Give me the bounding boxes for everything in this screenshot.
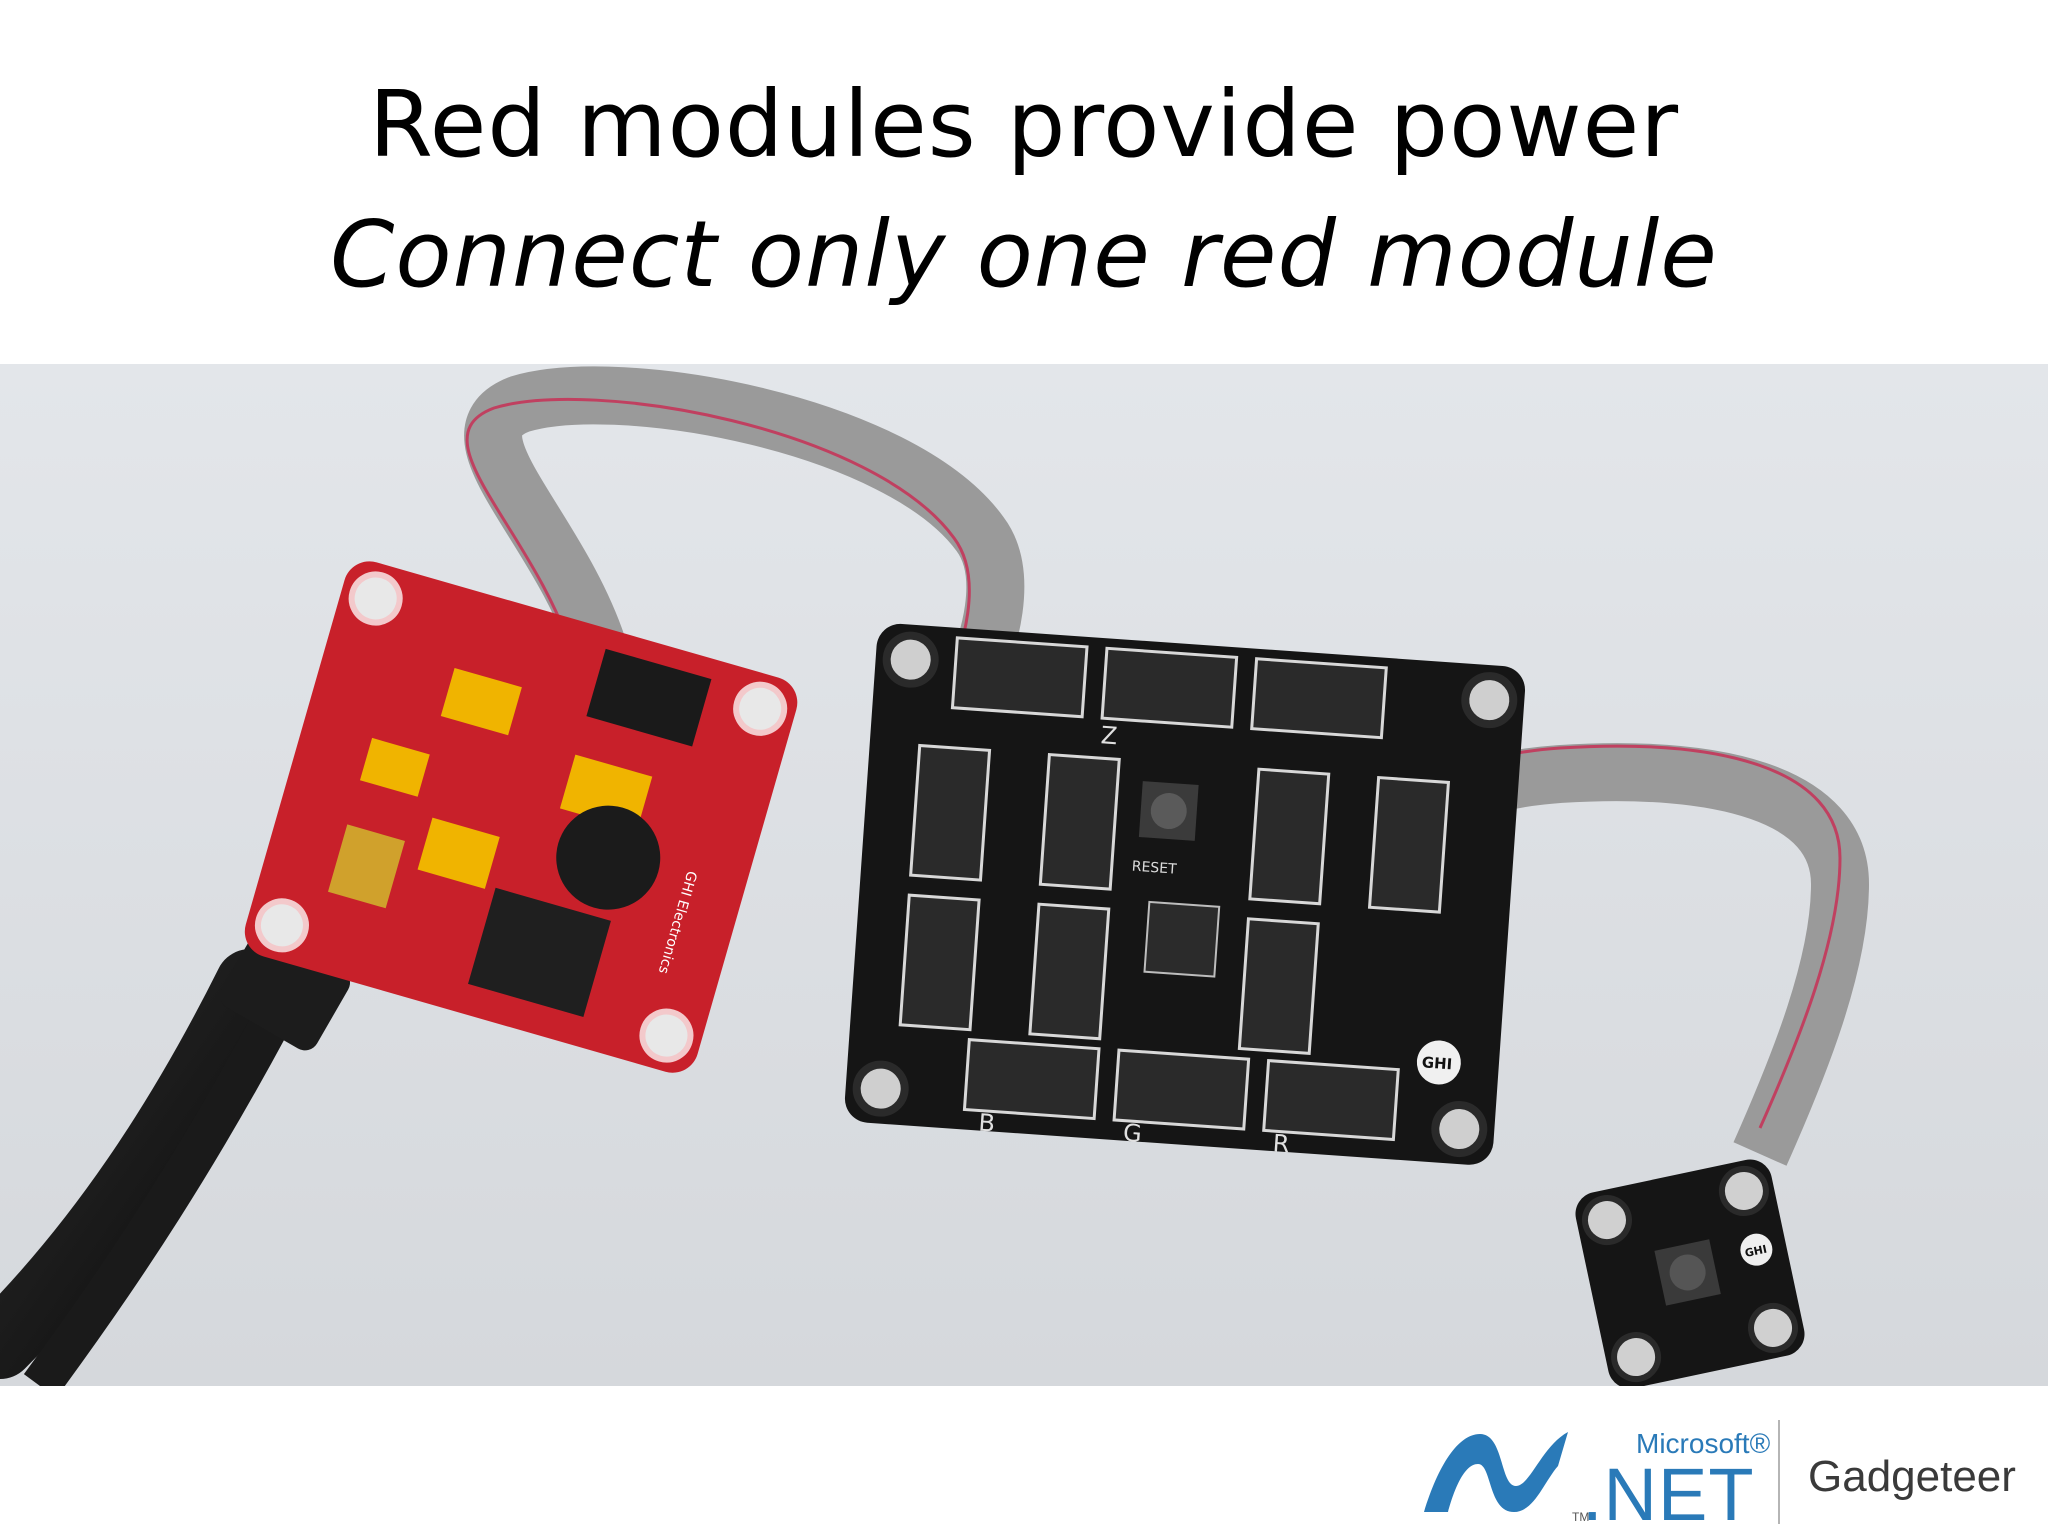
- reset-label: RESET: [1131, 859, 1177, 878]
- button-module: GHI: [1575, 1159, 1805, 1386]
- socket-label-g: G: [1122, 1119, 1143, 1148]
- ribbon-cable-1: [464, 366, 1025, 697]
- title-block: Red modules provide power Connect only o…: [0, 60, 2048, 320]
- power-module: GHI Electronics: [244, 561, 798, 1073]
- net-gadgeteer-logo: TM Microsoft® .NET Gadgeteer: [1418, 1418, 2038, 1536]
- logo-divider: [1778, 1420, 1780, 1524]
- button-module-badge: GHI: [1744, 1243, 1769, 1260]
- hardware-photo: GHI Electronics: [0, 364, 2048, 1386]
- logo-microsoft: Microsoft®: [1636, 1428, 1771, 1459]
- socket-label-r: R: [1272, 1129, 1291, 1158]
- logo-gadgeteer: Gadgeteer: [1808, 1452, 2016, 1501]
- mainboard: RESET GHI Z B G R: [844, 623, 1526, 1165]
- net-wave-icon: [1424, 1432, 1568, 1512]
- socket-label-b: B: [978, 1109, 996, 1138]
- logo-net: .NET: [1582, 1453, 1755, 1536]
- socket-label-z: Z: [1100, 721, 1118, 750]
- slide-subtitle: Connect only one red module: [330, 201, 1718, 308]
- mainboard-badge: GHI: [1421, 1053, 1453, 1073]
- usb-cable: [0, 873, 375, 1386]
- footer: [0, 1386, 2048, 1536]
- logo-tm: TM: [1572, 1510, 1590, 1524]
- slide-title: Red modules provide power: [368, 71, 1680, 178]
